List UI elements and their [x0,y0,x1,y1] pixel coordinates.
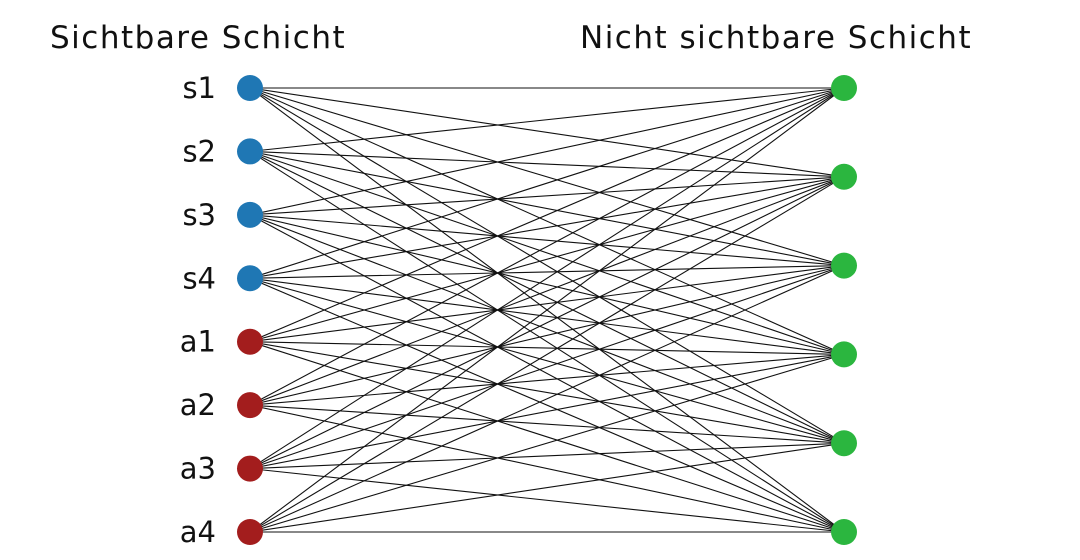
edge-a1-h5 [249,341,845,444]
visible-node-s4 [237,265,263,292]
hidden-node-6 [831,519,857,545]
edge-s3-h3 [249,214,845,267]
edge-s3-h1 [249,87,845,216]
edge-s3-h5 [249,214,845,444]
edge-s4-h2 [249,176,845,279]
edge-s4-h1 [249,87,845,279]
edge-s2-h4 [249,150,845,355]
visible-node-a3 [237,455,263,482]
edge-s2-h6 [249,150,845,533]
hidden-node-1 [831,75,857,101]
edge-a3-h3 [249,265,845,470]
visible-node-label-s2: s2 [182,134,216,168]
edge-a2-h3 [249,265,845,406]
edge-a1-h2 [249,176,845,343]
edge-a4-h2 [249,176,845,533]
edges-group [249,87,845,533]
edge-a4-h3 [249,265,845,533]
visible-node-s2 [237,138,263,165]
edge-a1-h6 [249,341,845,533]
hidden-node-3 [831,252,857,279]
visible-node-a2 [237,392,263,419]
edge-a1-h3 [249,265,845,343]
visible-node-label-a3: a3 [180,452,216,486]
edge-a2-h6 [249,404,845,533]
edge-s1-h2 [249,87,845,178]
edge-s1-h4 [249,87,845,355]
hidden-node-5 [831,430,857,457]
edge-a1-h1 [249,87,845,343]
edge-a3-h1 [249,87,845,470]
labels-group: s1 s2 s3 s4 a1 a2 a3 a4 [180,71,216,549]
edge-s2-h3 [249,150,845,267]
edge-s4-h6 [249,277,845,533]
edge-a3-h4 [249,353,845,470]
visible-node-label-a2: a2 [180,388,216,422]
visible-node-a1 [237,328,263,355]
edge-s2-h2 [249,150,845,178]
hidden-node-2 [831,163,857,190]
hidden-layer-title: Nicht sichtbare Schicht [580,20,973,56]
edge-s3-h4 [249,214,845,355]
visible-node-s1 [237,75,263,101]
edge-a4-h1 [249,87,845,533]
visible-node-label-s1: s1 [182,71,216,105]
edge-a3-h6 [249,468,845,533]
edge-a1-h4 [249,341,845,355]
edge-s2-h1 [249,87,845,152]
edge-s2-h5 [249,150,845,444]
visible-node-label-a4: a4 [180,515,216,549]
edge-s3-h6 [249,214,845,533]
edge-a4-h4 [249,353,845,533]
edge-a3-h2 [249,176,845,470]
edge-a2-h1 [249,87,845,406]
nodes-group [237,75,857,545]
hidden-node-4 [831,341,857,368]
edge-s4-h3 [249,265,845,279]
visible-node-label-a1: a1 [180,325,216,359]
visible-node-label-s3: s3 [182,198,216,232]
edge-a4-h5 [249,442,845,533]
edge-s1-h3 [249,87,845,267]
visible-node-label-s4: s4 [182,261,216,295]
edge-a2-h4 [249,353,845,406]
edge-a2-h2 [249,176,845,406]
edge-s4-h5 [249,277,845,444]
visible-layer-title: Sichtbare Schicht [50,20,347,56]
visible-node-s3 [237,201,263,228]
edge-s1-h5 [249,87,845,444]
edge-a2-h5 [249,404,845,444]
edge-s4-h4 [249,277,845,355]
edge-a3-h5 [249,442,845,470]
edge-s3-h2 [249,176,845,216]
visible-node-a4 [237,519,263,545]
